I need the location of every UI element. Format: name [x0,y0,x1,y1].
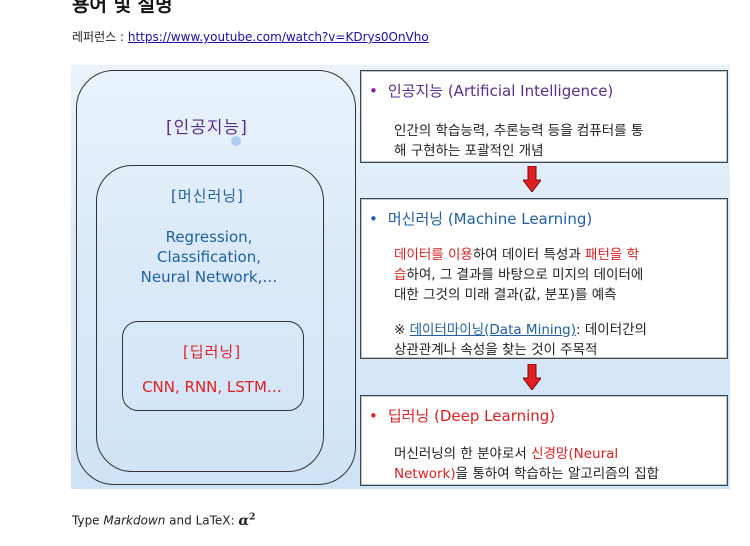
post-heading: 용어 및 설명 [72,0,173,16]
bullet-icon: • [369,82,378,100]
ml-card: •머신러닝 (Machine Learning) 데이터를 이용하여 데이터 특… [360,198,728,359]
ml-label: [머신러닝] [171,187,244,205]
down-arrow-icon [523,364,541,390]
bullet-icon: • [369,407,378,425]
ai-ml-dl-slide-image: [인공지능] [머신러닝] Regression, Classification… [71,65,730,489]
ml-item: Classification, [156,248,262,266]
dl-inner-box [122,321,304,411]
ml-item: Regression, [165,228,253,246]
reference-line: 레퍼런스 : https://www.youtube.com/watch?v=K… [72,28,429,45]
mouse-cursor-icon [231,136,241,146]
dl-card: •딥러닝 (Deep Learning) 머신러닝의 한 분야로서 신경망(Ne… [360,395,728,486]
dl-items: CNN, RNN, LSTM… [142,378,282,396]
ml-card-body: 데이터를 이용하여 데이터 특성과 패턴을 학 습하여, 그 결과를 바탕으로 … [394,247,647,358]
dl-card-body: 머신러닝의 한 분야로서 신경망(Neural Network)을 통하여 학습… [394,446,660,482]
editor-hint: Type Markdown and LaTeX: α2 [72,512,256,529]
bullet-icon: • [369,210,378,228]
ml-items: Regression, Classification, Neural Netwo… [96,227,322,287]
ml-item: Neural Network,… [140,268,278,286]
ai-card-title: •인공지능 (Artificial Intelligence) [369,82,614,100]
ai-card-body: 인간의 학습능력, 추론능력 등을 컴퓨터를 통 해 구현하는 포괄적인 개념 [394,123,644,159]
reference-link[interactable]: https://www.youtube.com/watch?v=KDrys0On… [127,30,429,44]
ml-card-title: •머신러닝 (Machine Learning) [369,210,593,228]
ai-card: •인공지능 (Artificial Intelligence) 인간의 학습능력… [360,70,728,163]
ml-middle-box [96,165,324,472]
latex-alpha-squared: α2 [238,512,256,529]
ai-outer-box [76,70,356,485]
dl-card-title: •딥러닝 (Deep Learning) [369,407,556,425]
down-arrow-icon [523,166,541,192]
dl-label: [딥러닝] [182,343,242,361]
ai-label: [인공지능] [166,118,248,138]
reference-label: 레퍼런스 : [72,30,128,44]
